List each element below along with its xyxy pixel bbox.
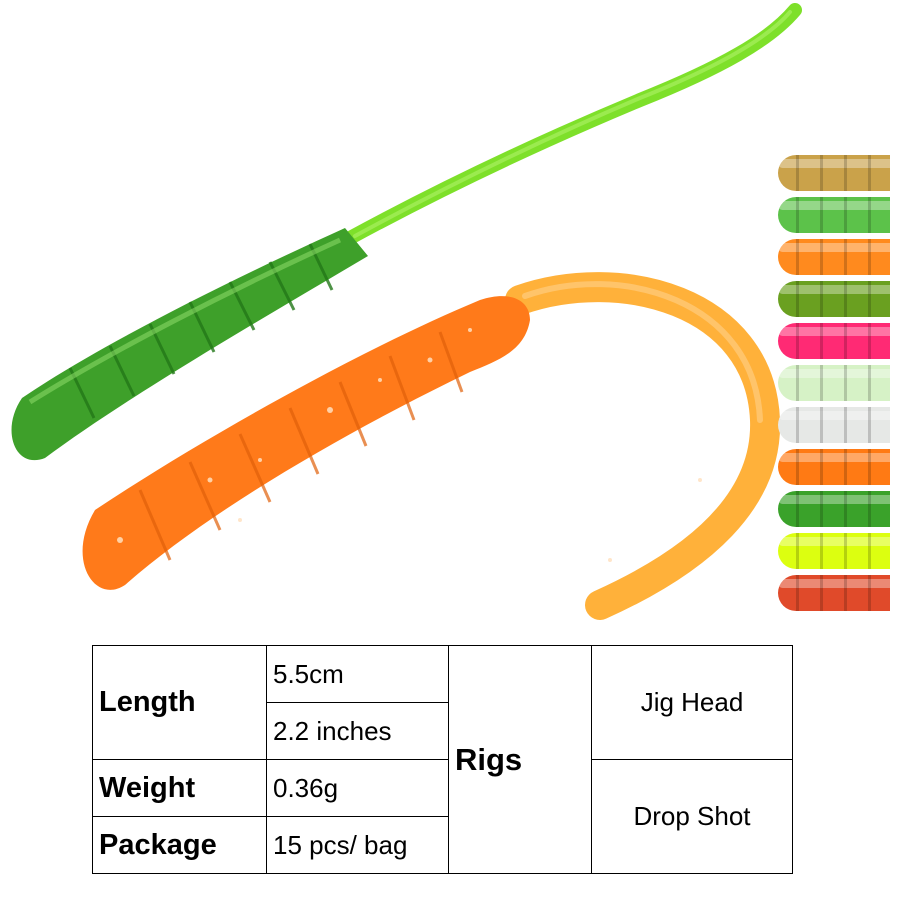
color-swatch-list — [778, 155, 890, 617]
orange-worm-lure — [82, 272, 781, 620]
product-image — [11, 3, 802, 620]
color-swatch-green — [778, 491, 890, 527]
rig-jig-head: Jig Head — [591, 645, 793, 760]
green-worm-lure — [11, 3, 802, 461]
color-swatch-green-glitter — [778, 197, 890, 233]
rigs-label: Rigs — [448, 645, 592, 874]
color-swatch-glow-pale-green — [778, 365, 890, 401]
length-inch-value: 2.2 inches — [266, 702, 449, 760]
length-cm-value: 5.5cm — [266, 645, 449, 703]
rig-drop-shot: Drop Shot — [591, 759, 793, 874]
spec-table: Length 5.5cm Rigs Jig Head 2.2 inches We… — [92, 645, 793, 874]
color-swatch-gold-amber — [778, 155, 890, 191]
package-label: Package — [92, 816, 267, 874]
color-swatch-orange — [778, 239, 890, 275]
weight-label: Weight — [92, 759, 267, 817]
length-label: Length — [92, 645, 267, 760]
color-swatch-olive-glitter — [778, 281, 890, 317]
color-swatch-chartreuse — [778, 533, 890, 569]
color-swatch-red-glitter — [778, 575, 890, 611]
package-value: 15 pcs/ bag — [266, 816, 449, 874]
weight-value: 0.36g — [266, 759, 449, 817]
color-swatch-hot-pink — [778, 323, 890, 359]
color-swatch-orange-2 — [778, 449, 890, 485]
color-swatch-pearl-white — [778, 407, 890, 443]
